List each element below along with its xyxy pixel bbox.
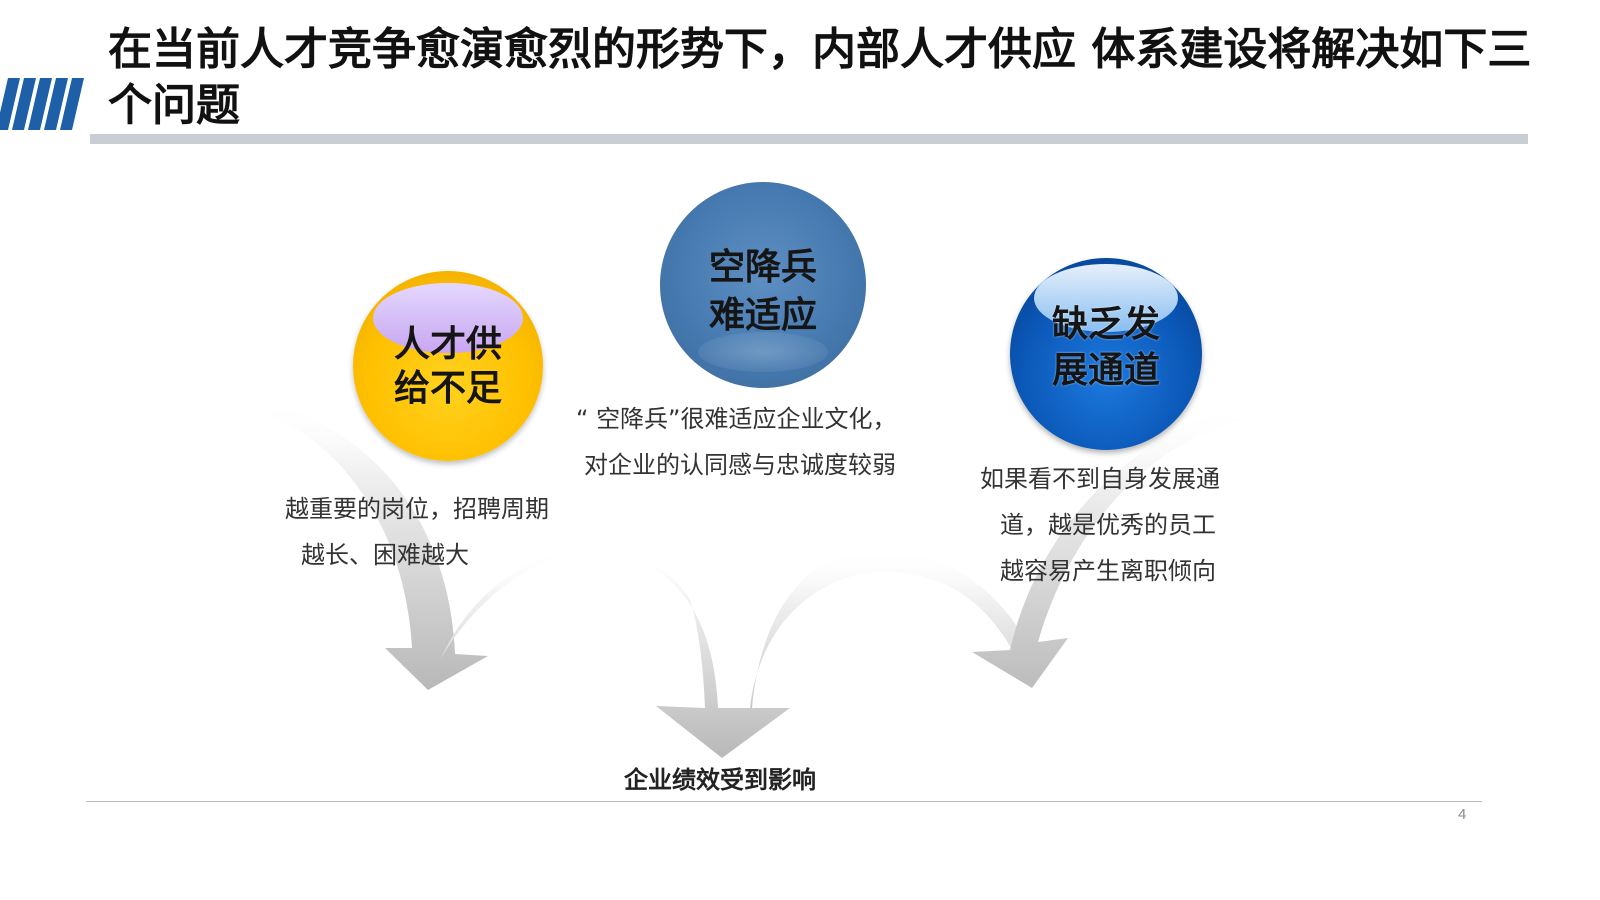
career-path-desc-line2: 道，越是优秀的员工 (1000, 511, 1216, 539)
talent-shortage-desc-line1: 越重要的岗位，招聘周期 (285, 495, 549, 523)
external-hire-desc-line2: 对企业的认同感与忠诚度较弱 (584, 451, 896, 479)
talent-shortage-label-line1: 人才供 (393, 324, 502, 365)
circle-gloss-highlight (698, 332, 828, 372)
career-path-description: 如果看不到自身发展通 道，越是优秀的员工 越容易产生离职倾向 (980, 456, 1220, 594)
talent-shortage-label-line2: 给不足 (393, 368, 502, 409)
external-hire-desc-line1: “ 空降兵”很难适应企业文化， (576, 405, 897, 433)
outcome-label: 企业绩效受到影响 (624, 766, 816, 794)
talent-shortage-circle: 人才供 给不足 (353, 271, 543, 461)
footer-divider (86, 801, 1482, 802)
slide-title: 在当前人才竞争愈演愈烈的形势下，内部人才供应 体系建设将解决如下三个问题 (108, 24, 1532, 131)
external-hire-adaptation-circle: 空降兵 难适应 (660, 182, 866, 388)
title-underline (90, 134, 1528, 144)
talent-shortage-desc-line2: 越长、困难越大 (301, 541, 469, 569)
career-path-circle: 缺乏发 展通道 (1010, 258, 1202, 450)
career-path-label-line1: 缺乏发 (1051, 304, 1160, 345)
external-hire-label-line2: 难适应 (708, 295, 817, 336)
external-hire-adaptation-label: 空降兵 难适应 (660, 244, 866, 340)
career-path-desc-line3: 越容易产生离职倾向 (1000, 557, 1216, 585)
center-down-arrow (440, 549, 1028, 758)
left-down-arrow (230, 400, 488, 690)
circle-gloss-highlight (1034, 264, 1178, 332)
talent-shortage-description: 越重要的岗位，招聘周期 越长、困难越大 (285, 486, 549, 578)
external-hire-description: “ 空降兵”很难适应企业文化， 对企业的认同感与忠诚度较弱 (576, 396, 897, 488)
page-number: 4 (1458, 806, 1467, 823)
external-hire-label-line1: 空降兵 (708, 247, 817, 288)
right-down-arrow (972, 405, 1245, 688)
career-path-label-line2: 展通道 (1051, 350, 1160, 391)
circle-gloss-highlight (373, 283, 523, 353)
career-path-desc-line1: 如果看不到自身发展通 (980, 465, 1220, 493)
talent-shortage-label: 人才供 给不足 (353, 323, 543, 411)
title-stripes-decoration (0, 78, 84, 130)
career-path-label: 缺乏发 展通道 (1010, 302, 1202, 394)
